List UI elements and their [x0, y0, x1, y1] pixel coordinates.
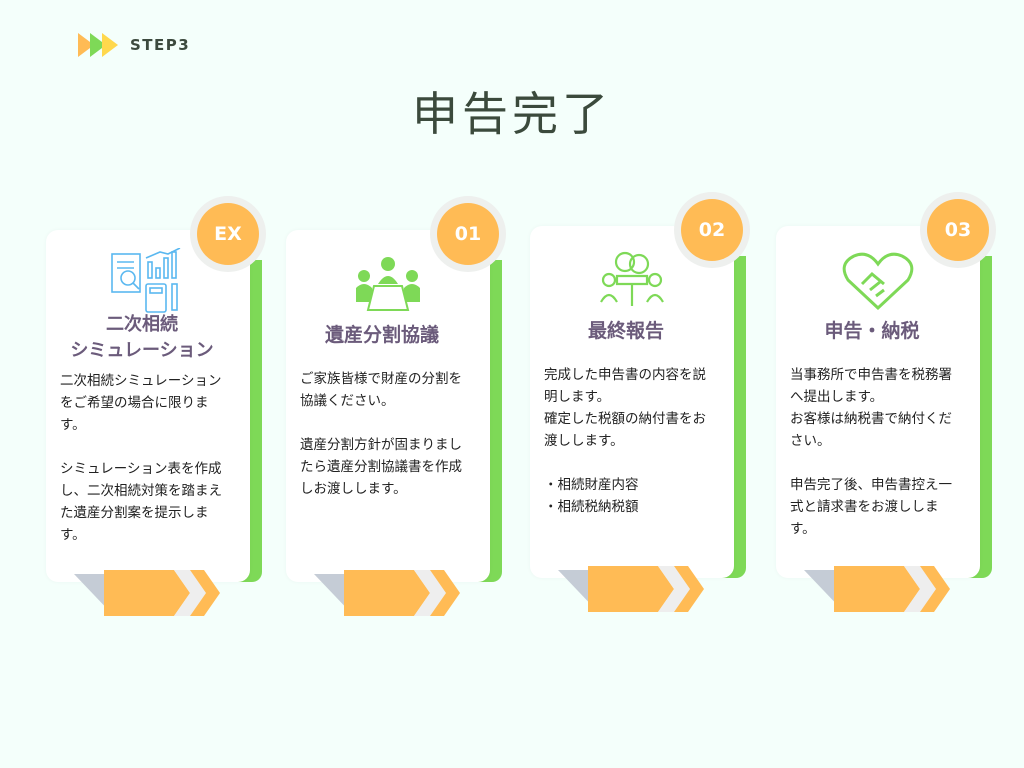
- card-body: 申告・納税 当事務所で申告書を税務署へ提出します。 お客様は納税書で納付ください…: [776, 226, 980, 578]
- card-title: 申告・納税: [824, 320, 920, 342]
- simulation-chart-icon: [108, 247, 188, 322]
- step-badge: 03: [920, 192, 996, 268]
- step-card-01-division-agreement: 遺産分割協議 ご家族皆様で財産の分割を協議ください。 遺産分割方針が固まりました…: [286, 196, 506, 616]
- card-description: 二次相続シミュレーションをご希望の場合に限ります。 シミュレーション表を作成し、…: [60, 373, 222, 543]
- card-description: ご家族皆様で財産の分割を協議ください。 遺産分割方針が固まりましたら遺産分割協議…: [300, 371, 462, 497]
- step-label: STEP3: [130, 36, 191, 54]
- step-badge-label: 01: [437, 203, 499, 265]
- step-logo: STEP3: [76, 30, 190, 60]
- page-title: 申告完了: [412, 87, 612, 141]
- step-badge: EX: [190, 196, 266, 272]
- card-description: 当事務所で申告書を税務署へ提出します。 お客様は納税書で納付ください。 申告完了…: [790, 367, 952, 537]
- next-arrow-icon: [314, 570, 460, 616]
- step-badge: 02: [674, 192, 750, 268]
- step-badge: 01: [430, 196, 506, 272]
- step-badge-label: 03: [927, 199, 989, 261]
- handshake-heart-icon: [840, 250, 916, 316]
- next-arrow-icon: [74, 570, 220, 616]
- card-body: 二次相続 シミュレーション 二次相続シミュレーションをご希望の場合に限ります。 …: [46, 230, 250, 582]
- card-description: 完成した申告書の内容を説明します。 確定した税額の納付書をお渡しします。 ・相続…: [544, 367, 706, 515]
- step-badge-label: 02: [681, 199, 743, 261]
- step-card-03-filing-payment: 申告・納税 当事務所で申告書を税務署へ提出します。 お客様は納税書で納付ください…: [776, 192, 996, 612]
- card-body: 遺産分割協議 ご家族皆様で財産の分割を協議ください。 遺産分割方針が固まりました…: [286, 230, 490, 582]
- card-body: 最終報告 完成した申告書の内容を説明します。 確定した税額の納付書をお渡しします…: [530, 226, 734, 578]
- card-title: 二次相続 シミュレーション: [70, 314, 214, 361]
- card-title: 最終報告: [587, 320, 664, 342]
- step-badge-label: EX: [197, 203, 259, 265]
- card-title: 遺産分割協議: [324, 324, 439, 346]
- step-card-ex-simulation: 二次相続 シミュレーション 二次相続シミュレーションをご希望の場合に限ります。 …: [46, 196, 266, 616]
- next-arrow-icon: [804, 566, 950, 612]
- meeting-group-icon: [348, 254, 428, 318]
- consultation-icon: [597, 250, 667, 314]
- next-arrow-icon: [558, 566, 704, 612]
- triple-arrow-icon: [78, 33, 118, 57]
- step-card-02-final-report: 最終報告 完成した申告書の内容を説明します。 確定した税額の納付書をお渡しします…: [530, 192, 750, 612]
